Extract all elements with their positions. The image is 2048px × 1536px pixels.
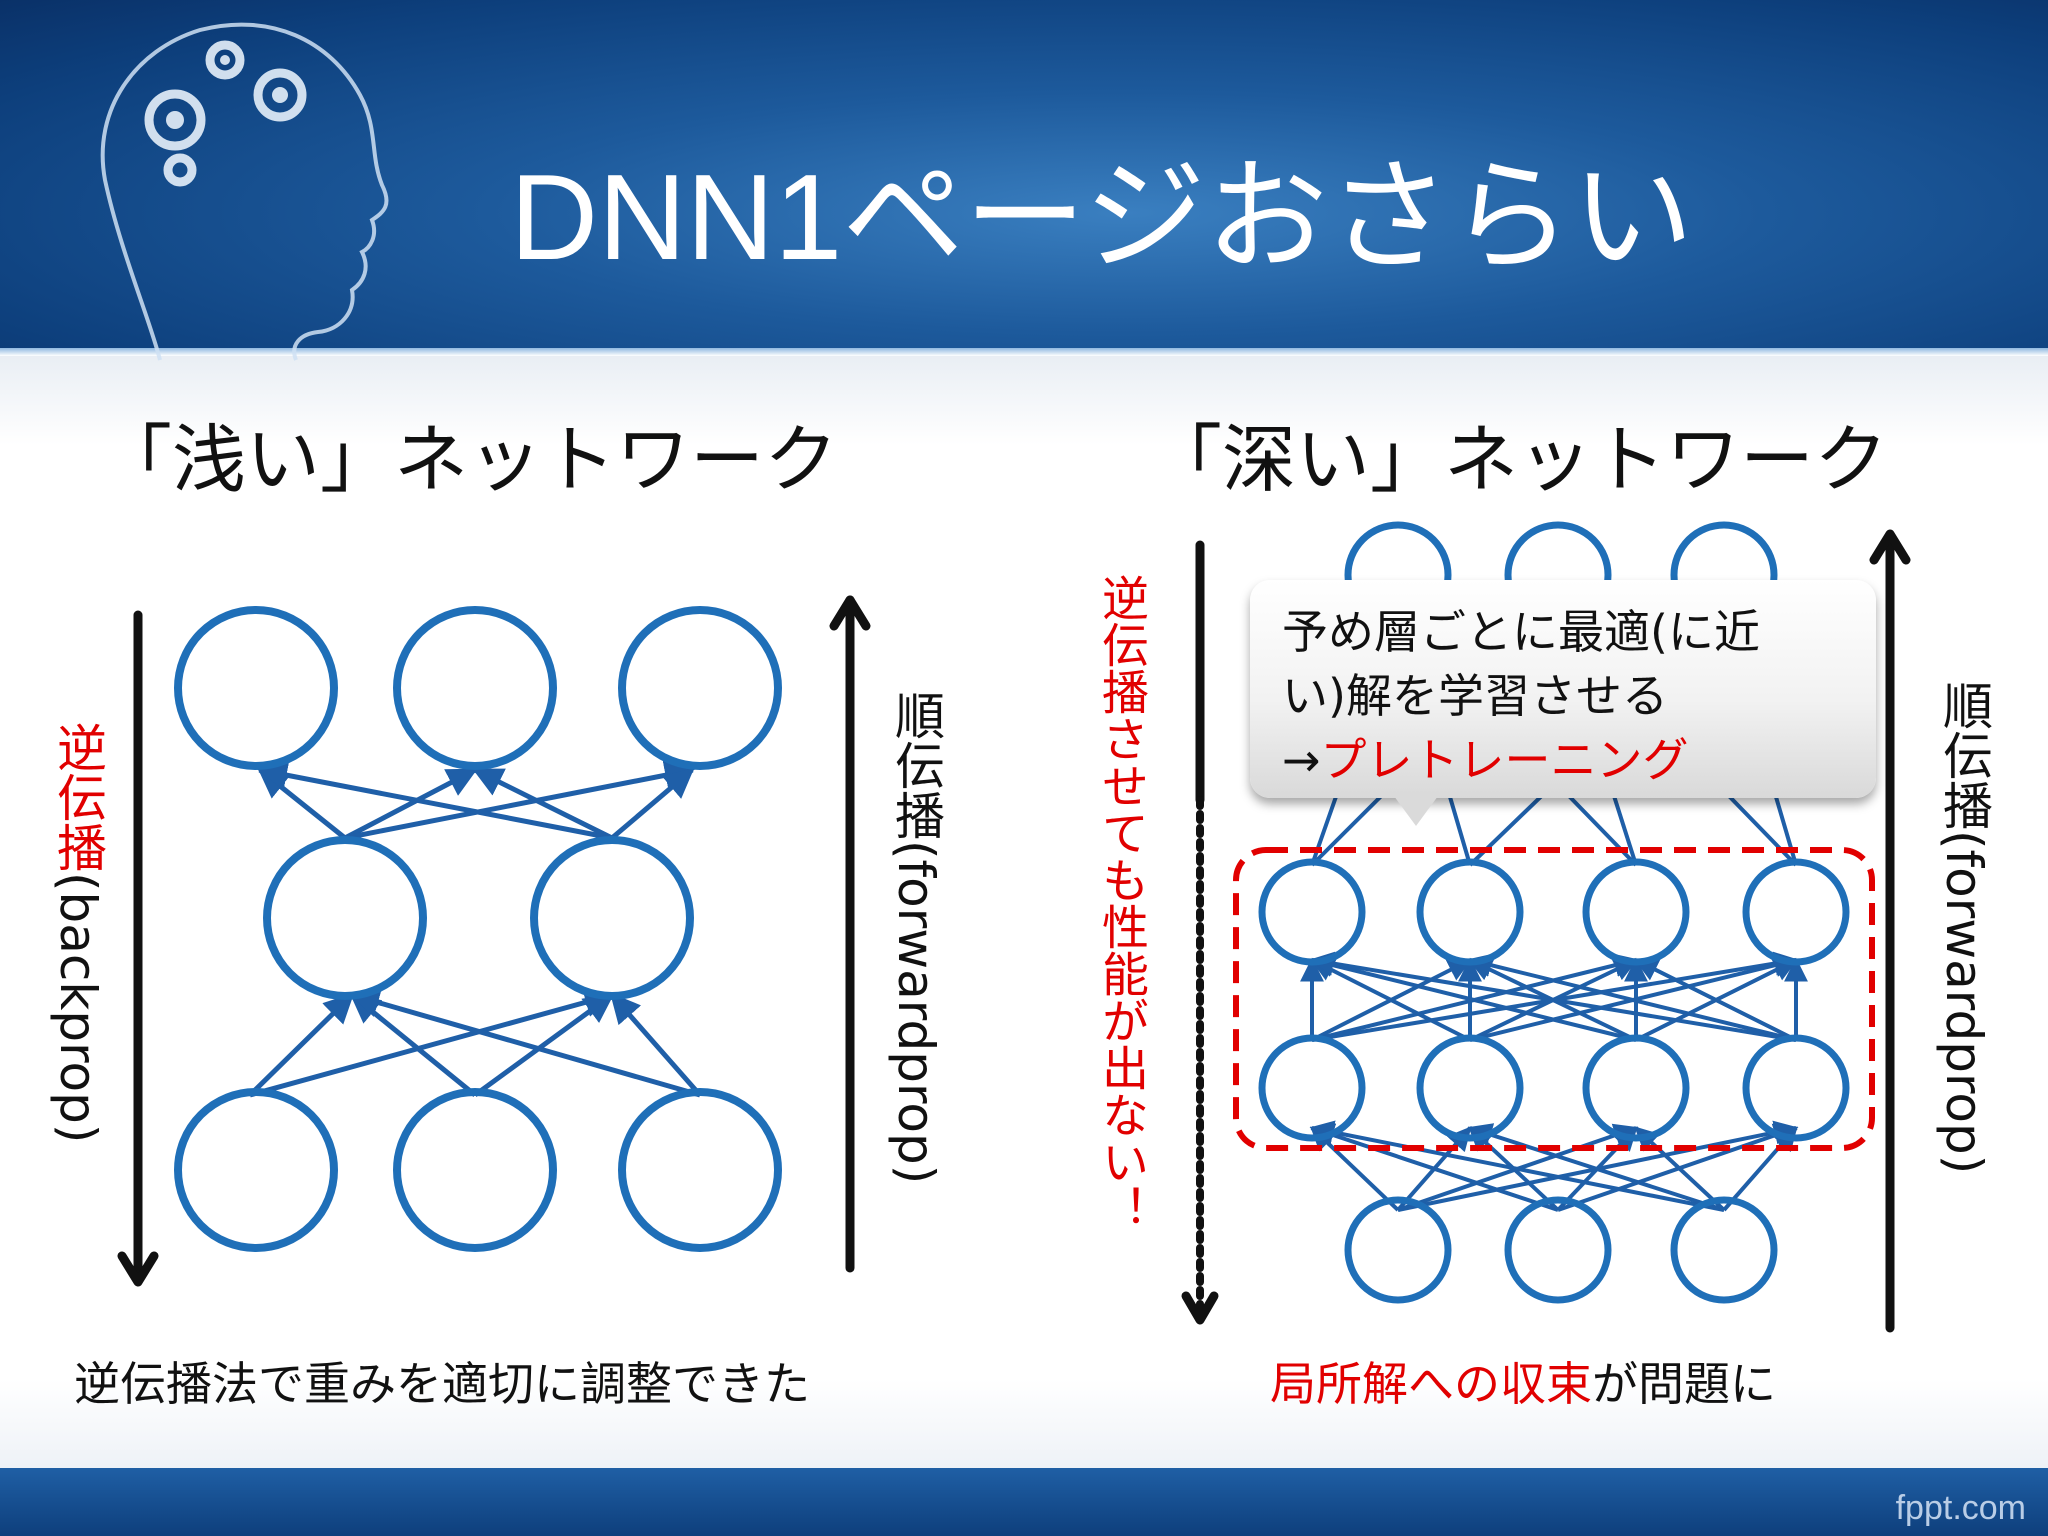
forwardprop-label: 順伝播(forwardprop) — [887, 690, 945, 1185]
deep-caption-highlight: 局所解への収束 — [1270, 1357, 1592, 1411]
backprop-label-en: (backprop) — [49, 872, 107, 1144]
arrow-prefix: → — [1282, 733, 1321, 787]
hidden-node — [1258, 858, 1366, 966]
input-node — [393, 1088, 557, 1252]
shallow-network-heading: 「浅い」ネットワーク — [98, 417, 838, 503]
callout-text: 予め層ごとに最適(に近 い)解を学習させる →プレトレーニング — [1282, 600, 1760, 792]
header-divider — [0, 348, 2048, 356]
down-arrowhead-icon — [1181, 1291, 1219, 1325]
content-area — [0, 356, 2048, 1468]
hidden-node — [1742, 1034, 1850, 1142]
callout-line-2: い)解を学習させる — [1282, 669, 1668, 723]
hidden-node — [1416, 1034, 1524, 1142]
backprop-label-jp: 逆伝播 — [49, 722, 107, 872]
callout-pointer — [1394, 796, 1438, 826]
deep-caption: 局所解への収束が問題に — [1270, 1348, 1776, 1414]
footer-brand: fppt.com — [1895, 1489, 2026, 1527]
input-node — [618, 1088, 782, 1252]
pretraining-term: プレトレーニング — [1320, 733, 1689, 787]
output-node — [393, 606, 557, 770]
footer-bar: fppt.com — [0, 1468, 2048, 1536]
input-node — [1504, 1196, 1612, 1304]
hidden-node — [1258, 1034, 1366, 1142]
hidden-node — [1742, 858, 1850, 966]
deep-caption-rest: が問題に — [1592, 1357, 1776, 1411]
hidden-node — [1582, 1034, 1690, 1142]
hidden-node — [1582, 858, 1690, 966]
input-node — [174, 1088, 338, 1252]
pretraining-region-box — [1233, 847, 1875, 1151]
backprop-label: 逆伝播(backprop) — [42, 722, 114, 1143]
input-node — [1670, 1196, 1778, 1304]
down-arrowhead-icon — [117, 1251, 159, 1287]
shallow-network-nodes — [174, 606, 782, 1252]
hidden-node — [263, 836, 427, 1000]
backprop-warning-note: 逆伝播させても性能が出ない！ — [1093, 574, 1148, 1232]
shallow-network-edges — [248, 760, 702, 1098]
input-node — [1344, 1196, 1452, 1304]
up-arrowhead-icon — [1869, 529, 1911, 565]
pretraining-callout — [1250, 580, 1876, 798]
hidden-node — [1416, 858, 1524, 966]
callout-line-3: →プレトレーニング — [1282, 728, 1760, 792]
shallow-caption: 逆伝播法で重みを適切に調整できた — [74, 1357, 810, 1411]
up-arrowhead-icon — [829, 595, 871, 631]
deep-network-heading: 「深い」ネットワーク — [1148, 417, 1888, 503]
forwardprop-label: 順伝播(forwardprop) — [1935, 680, 1993, 1175]
hidden-node — [530, 836, 694, 1000]
output-node — [174, 606, 338, 770]
deep-network-nodes — [1258, 521, 1850, 1304]
slide-title: DNN1ページおさらい — [510, 149, 1694, 285]
output-node — [618, 606, 782, 770]
callout-line-1: 予め層ごとに最適(に近 — [1282, 605, 1760, 659]
